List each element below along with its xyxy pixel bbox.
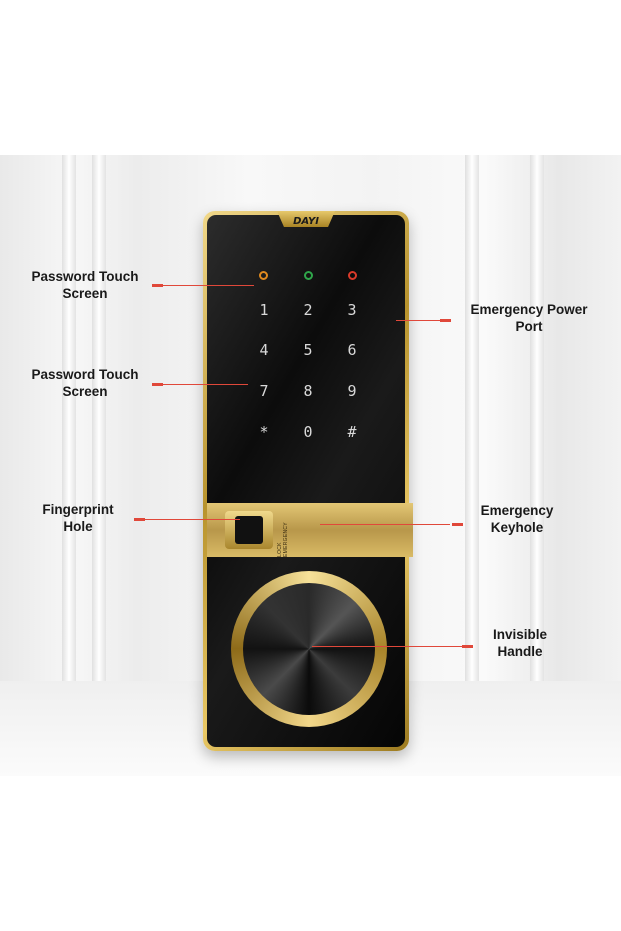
brand-plate: DAYI bbox=[277, 211, 335, 227]
wall-pillar bbox=[530, 155, 544, 695]
key-9[interactable]: 9 bbox=[347, 382, 357, 400]
callout-line1: Emergency Power bbox=[470, 302, 588, 317]
callout-line1: Invisible bbox=[492, 627, 548, 642]
callout-label: Emergency Keyhole bbox=[462, 502, 572, 536]
smart-door-lock: 1 2 3 4 5 6 7 8 9 * 0 # LOCK EMERGENCY D… bbox=[203, 211, 413, 751]
callout-label: Password Touch Screen bbox=[18, 366, 152, 400]
callout-line1: Password Touch bbox=[31, 269, 139, 284]
callout-label: Invisible Handle bbox=[470, 626, 570, 660]
callout-line bbox=[144, 519, 240, 520]
callout-marker bbox=[462, 645, 473, 648]
callout-line2: Handle bbox=[497, 644, 543, 659]
callout-line2: Screen bbox=[62, 286, 108, 301]
callout-marker bbox=[440, 319, 451, 322]
callout-line bbox=[320, 524, 450, 525]
key-6[interactable]: 6 bbox=[347, 341, 357, 359]
key-2[interactable]: 2 bbox=[303, 301, 313, 319]
callout-line2: Keyhole bbox=[490, 520, 544, 535]
callout-line1: Fingerprint bbox=[42, 502, 114, 517]
invisible-handle-knob[interactable] bbox=[243, 583, 375, 715]
emergency-text: EMERGENCY bbox=[283, 522, 289, 557]
callout-label: Emergency Power Port bbox=[456, 301, 602, 335]
handle-ring[interactable] bbox=[231, 571, 387, 727]
brand-logo: DAYI bbox=[293, 216, 319, 227]
emergency-keyhole-cover[interactable]: LOCK EMERGENCY bbox=[277, 511, 289, 557]
key-5[interactable]: 5 bbox=[303, 341, 313, 359]
status-led-green bbox=[304, 271, 313, 280]
wall-pillar bbox=[465, 155, 479, 695]
fingerprint-icon bbox=[235, 516, 263, 544]
callout-line bbox=[396, 320, 440, 321]
key-3[interactable]: 3 bbox=[347, 301, 357, 319]
callout-label: Password Touch Screen bbox=[18, 268, 152, 302]
wall-pillar bbox=[62, 155, 76, 695]
key-4[interactable]: 4 bbox=[259, 341, 269, 359]
key-star[interactable]: * bbox=[259, 423, 269, 441]
callout-line bbox=[162, 285, 254, 286]
status-led-red bbox=[348, 271, 357, 280]
callout-label: Fingerprint Hole bbox=[25, 501, 131, 535]
key-7[interactable]: 7 bbox=[259, 382, 269, 400]
status-led-orange bbox=[259, 271, 268, 280]
key-8[interactable]: 8 bbox=[303, 382, 313, 400]
callout-marker bbox=[152, 383, 163, 386]
callout-line1: Emergency bbox=[480, 503, 554, 518]
callout-line bbox=[162, 384, 248, 385]
callout-line2: Port bbox=[515, 319, 543, 334]
callout-line bbox=[312, 646, 462, 647]
key-0[interactable]: 0 bbox=[303, 423, 313, 441]
callout-marker bbox=[134, 518, 145, 521]
wall-pillar bbox=[92, 155, 106, 695]
callout-line1: Password Touch bbox=[31, 367, 139, 382]
fingerprint-sensor[interactable] bbox=[225, 511, 273, 549]
callout-marker bbox=[452, 523, 463, 526]
callout-line2: Hole bbox=[63, 519, 93, 534]
callout-line2: Screen bbox=[62, 384, 108, 399]
key-hash[interactable]: # bbox=[347, 423, 357, 441]
key-1[interactable]: 1 bbox=[259, 301, 269, 319]
callout-marker bbox=[152, 284, 163, 287]
lock-glass-panel: 1 2 3 4 5 6 7 8 9 * 0 # LOCK EMERGENCY bbox=[207, 215, 413, 747]
fingerprint-band: LOCK EMERGENCY bbox=[207, 503, 413, 557]
